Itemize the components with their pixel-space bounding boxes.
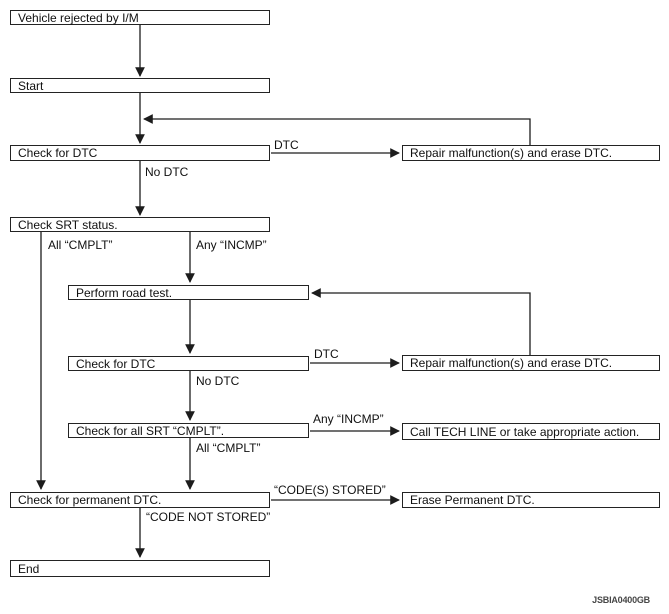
- edge-label-codes-stored: “CODE(S) STORED”: [274, 483, 386, 497]
- edge-label-all-cmplt-2: All “CMPLT”: [196, 441, 261, 455]
- connector-repair1-feedback: [143, 114, 531, 145]
- node-repair-1: Repair malfunction(s) and erase DTC.: [402, 145, 660, 161]
- edge-label-any-incmp-2: Any “INCMP”: [313, 412, 384, 426]
- node-start: Start: [10, 78, 270, 93]
- edge-label-all-cmplt-1: All “CMPLT”: [48, 238, 113, 252]
- figure-id-watermark: JSBIA0400GB: [592, 595, 650, 605]
- edge-label-code-not-stored: “CODE NOT STORED”: [146, 510, 271, 524]
- edge-label-no-dtc-1: No DTC: [145, 165, 189, 179]
- node-check-permanent-dtc: Check for permanent DTC.: [10, 492, 270, 508]
- edge-label-any-incmp-1: Any “INCMP”: [196, 238, 267, 252]
- node-call-tech-line: Call TECH LINE or take appropriate actio…: [402, 423, 660, 440]
- node-repair-2: Repair malfunction(s) and erase DTC.: [402, 355, 660, 371]
- node-vehicle-rejected: Vehicle rejected by I/M: [10, 10, 270, 25]
- node-end: End: [10, 560, 270, 577]
- node-check-dtc-2: Check for DTC: [68, 356, 309, 371]
- edge-label-no-dtc-2: No DTC: [196, 374, 240, 388]
- node-check-srt: Check SRT status.: [10, 217, 270, 232]
- node-check-dtc-1: Check for DTC: [10, 145, 270, 161]
- node-check-all-srt: Check for all SRT “CMPLT”.: [68, 423, 309, 438]
- connector-repair2-feedback: [311, 288, 531, 355]
- edge-label-dtc-2: DTC: [314, 347, 339, 361]
- edge-label-dtc-1: DTC: [274, 138, 299, 152]
- node-road-test: Perform road test.: [68, 285, 309, 300]
- node-erase-permanent-dtc: Erase Permanent DTC.: [402, 492, 660, 508]
